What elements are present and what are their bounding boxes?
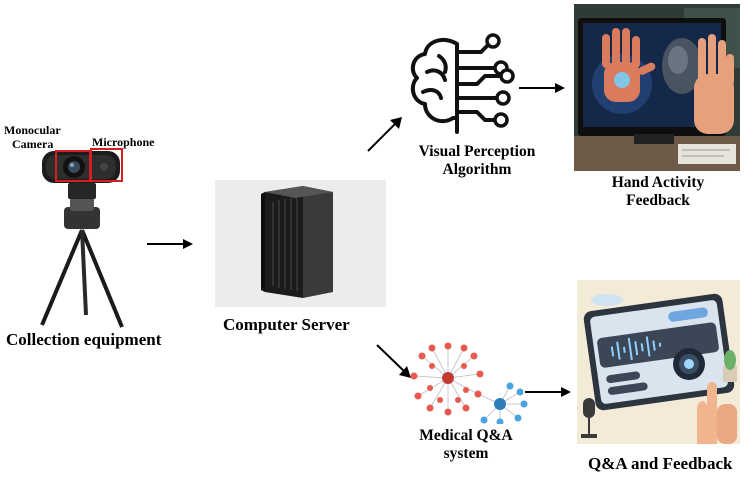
- server-tower-icon: [261, 186, 333, 298]
- arrow-to-visual-perception: [367, 117, 402, 152]
- medical-qa-icon: [410, 342, 530, 424]
- collection-equipment-label: Collection equipment: [6, 330, 162, 349]
- knowledge-graph-icon: [410, 342, 528, 424]
- microphone-highlight-box: [90, 148, 123, 182]
- visual-perception-icon: [405, 32, 525, 140]
- hand-activity-image: [574, 4, 740, 171]
- arrow-to-server: [147, 239, 193, 249]
- arrow-to-medical-qa: [376, 344, 411, 378]
- arrow-to-hand-feedback: [519, 83, 565, 93]
- arrow-to-qa-feedback: [525, 387, 571, 397]
- qa-feedback-label: Q&A and Feedback: [588, 454, 733, 473]
- voice-qa-tablet-illustration: [577, 280, 740, 444]
- microphone-label: Microphone: [92, 135, 155, 149]
- webcam-tripod-icon: [40, 151, 124, 328]
- visual-perception-label: Visual Perception Algorithm: [418, 143, 536, 178]
- medical-qa-label: Medical Q&A system: [419, 427, 513, 462]
- computer-server-label: Computer Server: [223, 315, 350, 334]
- hand-activity-label: Hand Activity Feedback: [611, 174, 705, 209]
- brain-network-icon: [410, 33, 515, 134]
- computer-server-image: [215, 180, 386, 307]
- monocular-camera-label: Monocular Camera: [4, 123, 61, 151]
- hand-on-screen-illustration: [574, 4, 740, 171]
- collection-equipment-panel: [0, 115, 175, 340]
- camera-highlight-box: [55, 150, 91, 182]
- qa-feedback-image: [577, 280, 740, 444]
